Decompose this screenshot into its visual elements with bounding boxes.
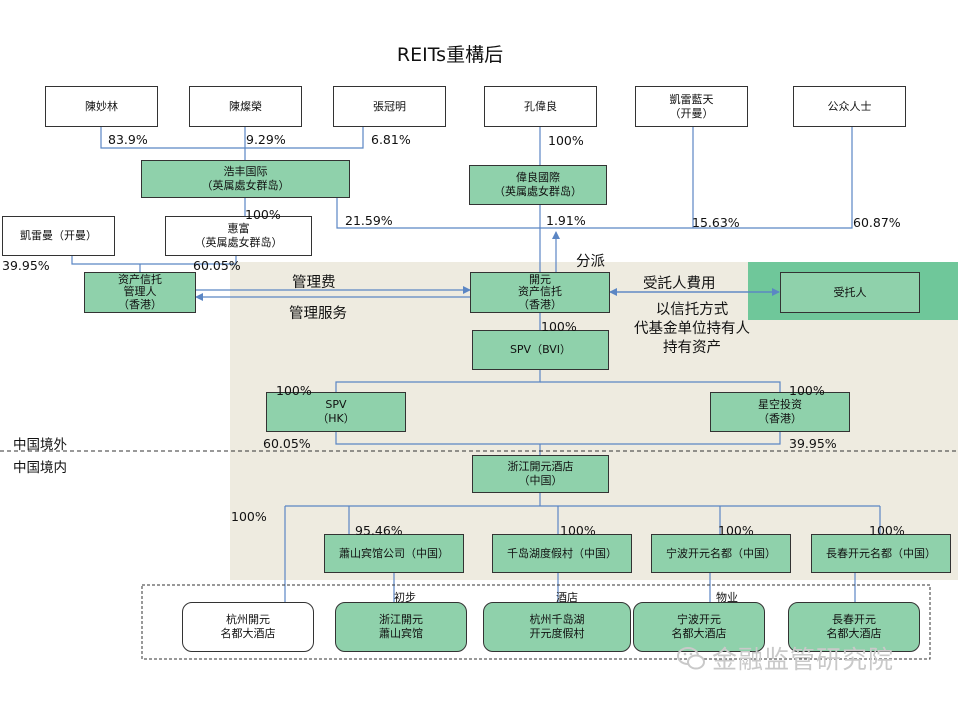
pct-kong-weiliang: 100% — [548, 133, 584, 148]
hotel-hangzhou: 杭州開元 名都大酒店 — [182, 602, 314, 652]
line-chen-zhang-bus — [100, 127, 364, 149]
line-public-bus — [336, 127, 853, 229]
label-mgmt-fee: 管理费 — [292, 275, 336, 291]
hotel-qiandaohu: 杭州千岛湖 开元度假村 — [483, 602, 631, 652]
pct-public-reit: 60.87% — [853, 215, 901, 230]
entity-haofeng: 浩丰国际 （英属處女群岛） — [141, 160, 350, 198]
holder-kailei-lantian: 凱雷藍天 （开曼） — [635, 86, 748, 127]
entity-qiandaohu-resort: 千岛湖度假村（中国） — [492, 534, 632, 573]
pct-haofeng-reit: 21.59% — [345, 213, 393, 228]
holder-chen-canrong: 陳燦榮 — [189, 86, 302, 127]
entity-changchun-kaiyuan: 長春开元名都（中国） — [811, 534, 951, 573]
label-note-initial: 初步 — [394, 591, 416, 604]
entity-spv-hk: SPV （HK） — [266, 392, 406, 432]
wechat-icon — [677, 647, 705, 670]
holder-chen-miaolin: 陳妙林 — [45, 86, 158, 127]
label-trust-note: 以信托方式 代基金单位持有人 持有资产 — [634, 302, 750, 356]
pct-bvi-spvhk: 100% — [276, 383, 312, 398]
label-mgmt-service: 管理服务 — [289, 306, 347, 322]
line-manager-owners — [71, 256, 237, 265]
hotel-xiaoshan: 浙江開元 蕭山宾馆 — [335, 602, 467, 652]
entity-ningbo-kaiyuan: 宁波开元名都（中国） — [651, 534, 791, 573]
pct-xiaoshan-company: 95.46% — [355, 523, 403, 538]
entity-reit-manager: 资产信托 管理人 （香港） — [84, 272, 196, 313]
pct-haofeng-huifu: 100% — [245, 207, 281, 222]
holder-public: 公众人士 — [793, 86, 906, 127]
entity-xiaoshan-company: 蕭山宾馆公司（中国） — [324, 534, 464, 573]
pct-xingkong-zhejiang: 39.95% — [789, 436, 837, 451]
entity-huifu: 惠富 （英属處女群岛） — [165, 216, 312, 256]
pct-kaileiman-manager: 39.95% — [2, 258, 50, 273]
hotel-ningbo: 宁波开元 名都大酒店 — [633, 602, 765, 652]
label-trustee-fee: 受託人費用 — [643, 276, 716, 292]
entity-zhejiang-kaiyuan: 浙江開元酒店 （中国） — [472, 455, 609, 493]
hotels-dashed-frame — [141, 584, 931, 660]
entity-weiliang-intl: 偉良國際 （英属處女群岛） — [469, 165, 607, 205]
pct-hangzhou-hotel: 100% — [231, 509, 267, 524]
line-bvi-xingkong — [540, 381, 781, 392]
line-bvi-spvhk — [335, 370, 541, 392]
pct-weiliang-reit: 1.91% — [546, 213, 586, 228]
entity-spv-bvi: SPV（BVI） — [472, 330, 609, 370]
pct-changchun-kaiyuan: 100% — [869, 523, 905, 538]
label-offshore: 中国境外 — [13, 437, 67, 453]
pct-chen-miaolin: 83.9% — [108, 132, 148, 147]
line-to-zhejiang-bus — [335, 432, 781, 445]
watermark-text: 金融监管研究院 — [712, 645, 895, 674]
entity-kaiyuan-reit: 開元 资产信托 （香港） — [470, 272, 610, 313]
holder-kaileiman: 凱雷曼（开曼） — [2, 216, 115, 256]
holder-kong-weiliang: 孔偉良 — [484, 86, 597, 127]
label-note-hotel: 酒店 — [556, 591, 578, 604]
label-onshore: 中国境内 — [13, 460, 67, 476]
pct-bvi-xingkong: 100% — [789, 383, 825, 398]
pct-chen-canrong: 9.29% — [246, 132, 286, 147]
pct-qiandaohu-resort: 100% — [560, 523, 596, 538]
entity-xingkong: 星空投资 （香港） — [710, 392, 850, 432]
diagram-title: REITs重構后 — [396, 44, 504, 66]
pct-spvhk-zhejiang: 60.05% — [263, 436, 311, 451]
pct-huifu-manager: 60.05% — [193, 258, 241, 273]
hotel-changchun: 長春开元 名都大酒店 — [788, 602, 920, 652]
pct-ningbo-kaiyuan: 100% — [718, 523, 754, 538]
pct-reit-spvbvi: 100% — [541, 319, 577, 334]
holder-zhang-guanming: 張冠明 — [333, 86, 446, 127]
entity-trustee: 受托人 — [780, 272, 920, 313]
pct-kailei-lantian-reit: 15.63% — [692, 215, 740, 230]
pct-zhang-guanming: 6.81% — [371, 132, 411, 147]
label-note-property: 物业 — [716, 591, 738, 604]
label-distribution: 分派 — [576, 254, 605, 270]
